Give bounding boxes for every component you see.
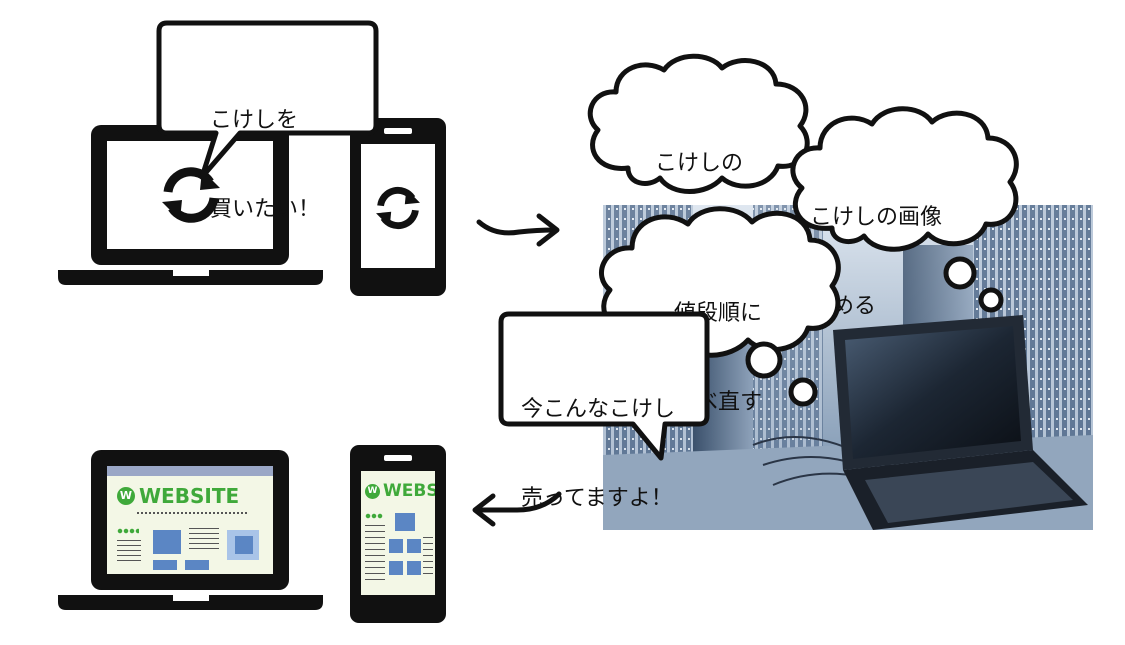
website-logo-icon: W bbox=[365, 483, 380, 499]
website-image-box bbox=[395, 513, 415, 531]
website-image-box bbox=[185, 560, 209, 570]
website-image-box bbox=[153, 560, 177, 570]
thought-dot bbox=[943, 256, 977, 290]
website-screen: W WEBSITE bbox=[107, 466, 273, 574]
speech-bubble-reply: 今こんなこけし 売ってますよ！ bbox=[493, 308, 718, 511]
sync-icon bbox=[158, 162, 224, 228]
website-nav-dots bbox=[137, 512, 247, 514]
images-line-1: こけしの画像 bbox=[810, 205, 943, 231]
website-text-lines bbox=[117, 540, 141, 564]
thought-cloud-images: こけしの画像 集める bbox=[780, 100, 1025, 319]
website-image-box bbox=[389, 561, 403, 575]
request-line-2: 買いたい！ bbox=[210, 197, 321, 223]
thought-dot bbox=[744, 340, 784, 380]
speech-bubble-request: こけしを 買いたい！ bbox=[150, 15, 385, 222]
website-text-lines bbox=[423, 537, 433, 577]
website-image-box bbox=[389, 539, 403, 553]
website-logo: W WEBS bbox=[365, 481, 435, 501]
browser-bar bbox=[107, 466, 273, 476]
thought-dot bbox=[788, 377, 818, 407]
website-green-dots bbox=[365, 513, 383, 519]
arrow-right-icon bbox=[475, 210, 565, 250]
website-green-dots bbox=[117, 528, 139, 534]
website-logo: W WEBSITE bbox=[117, 484, 239, 508]
website-text-lines bbox=[189, 528, 219, 552]
website-image-box bbox=[407, 561, 421, 575]
website-image-box bbox=[407, 539, 421, 553]
laptop-requesting bbox=[58, 125, 323, 290]
request-line-1: こけしを bbox=[210, 108, 299, 134]
phone-website-screen: W WEBS bbox=[361, 471, 435, 595]
reply-line-2: 売ってますよ！ bbox=[521, 486, 673, 512]
website-logo-text: WEBSITE bbox=[139, 484, 240, 508]
thought-dot bbox=[978, 287, 1004, 313]
arrow-left-icon bbox=[465, 488, 565, 528]
website-logo-text: WEBS bbox=[383, 481, 435, 501]
website-image-box bbox=[153, 530, 181, 554]
phone-requesting bbox=[350, 118, 446, 296]
website-logo-icon: W bbox=[117, 487, 135, 505]
price-line-1: こけしの bbox=[654, 151, 743, 177]
website-text-lines bbox=[365, 525, 385, 585]
sync-icon bbox=[373, 183, 423, 233]
website-image-box bbox=[235, 536, 253, 554]
reply-line-1: 今こんなこけし bbox=[521, 397, 676, 423]
